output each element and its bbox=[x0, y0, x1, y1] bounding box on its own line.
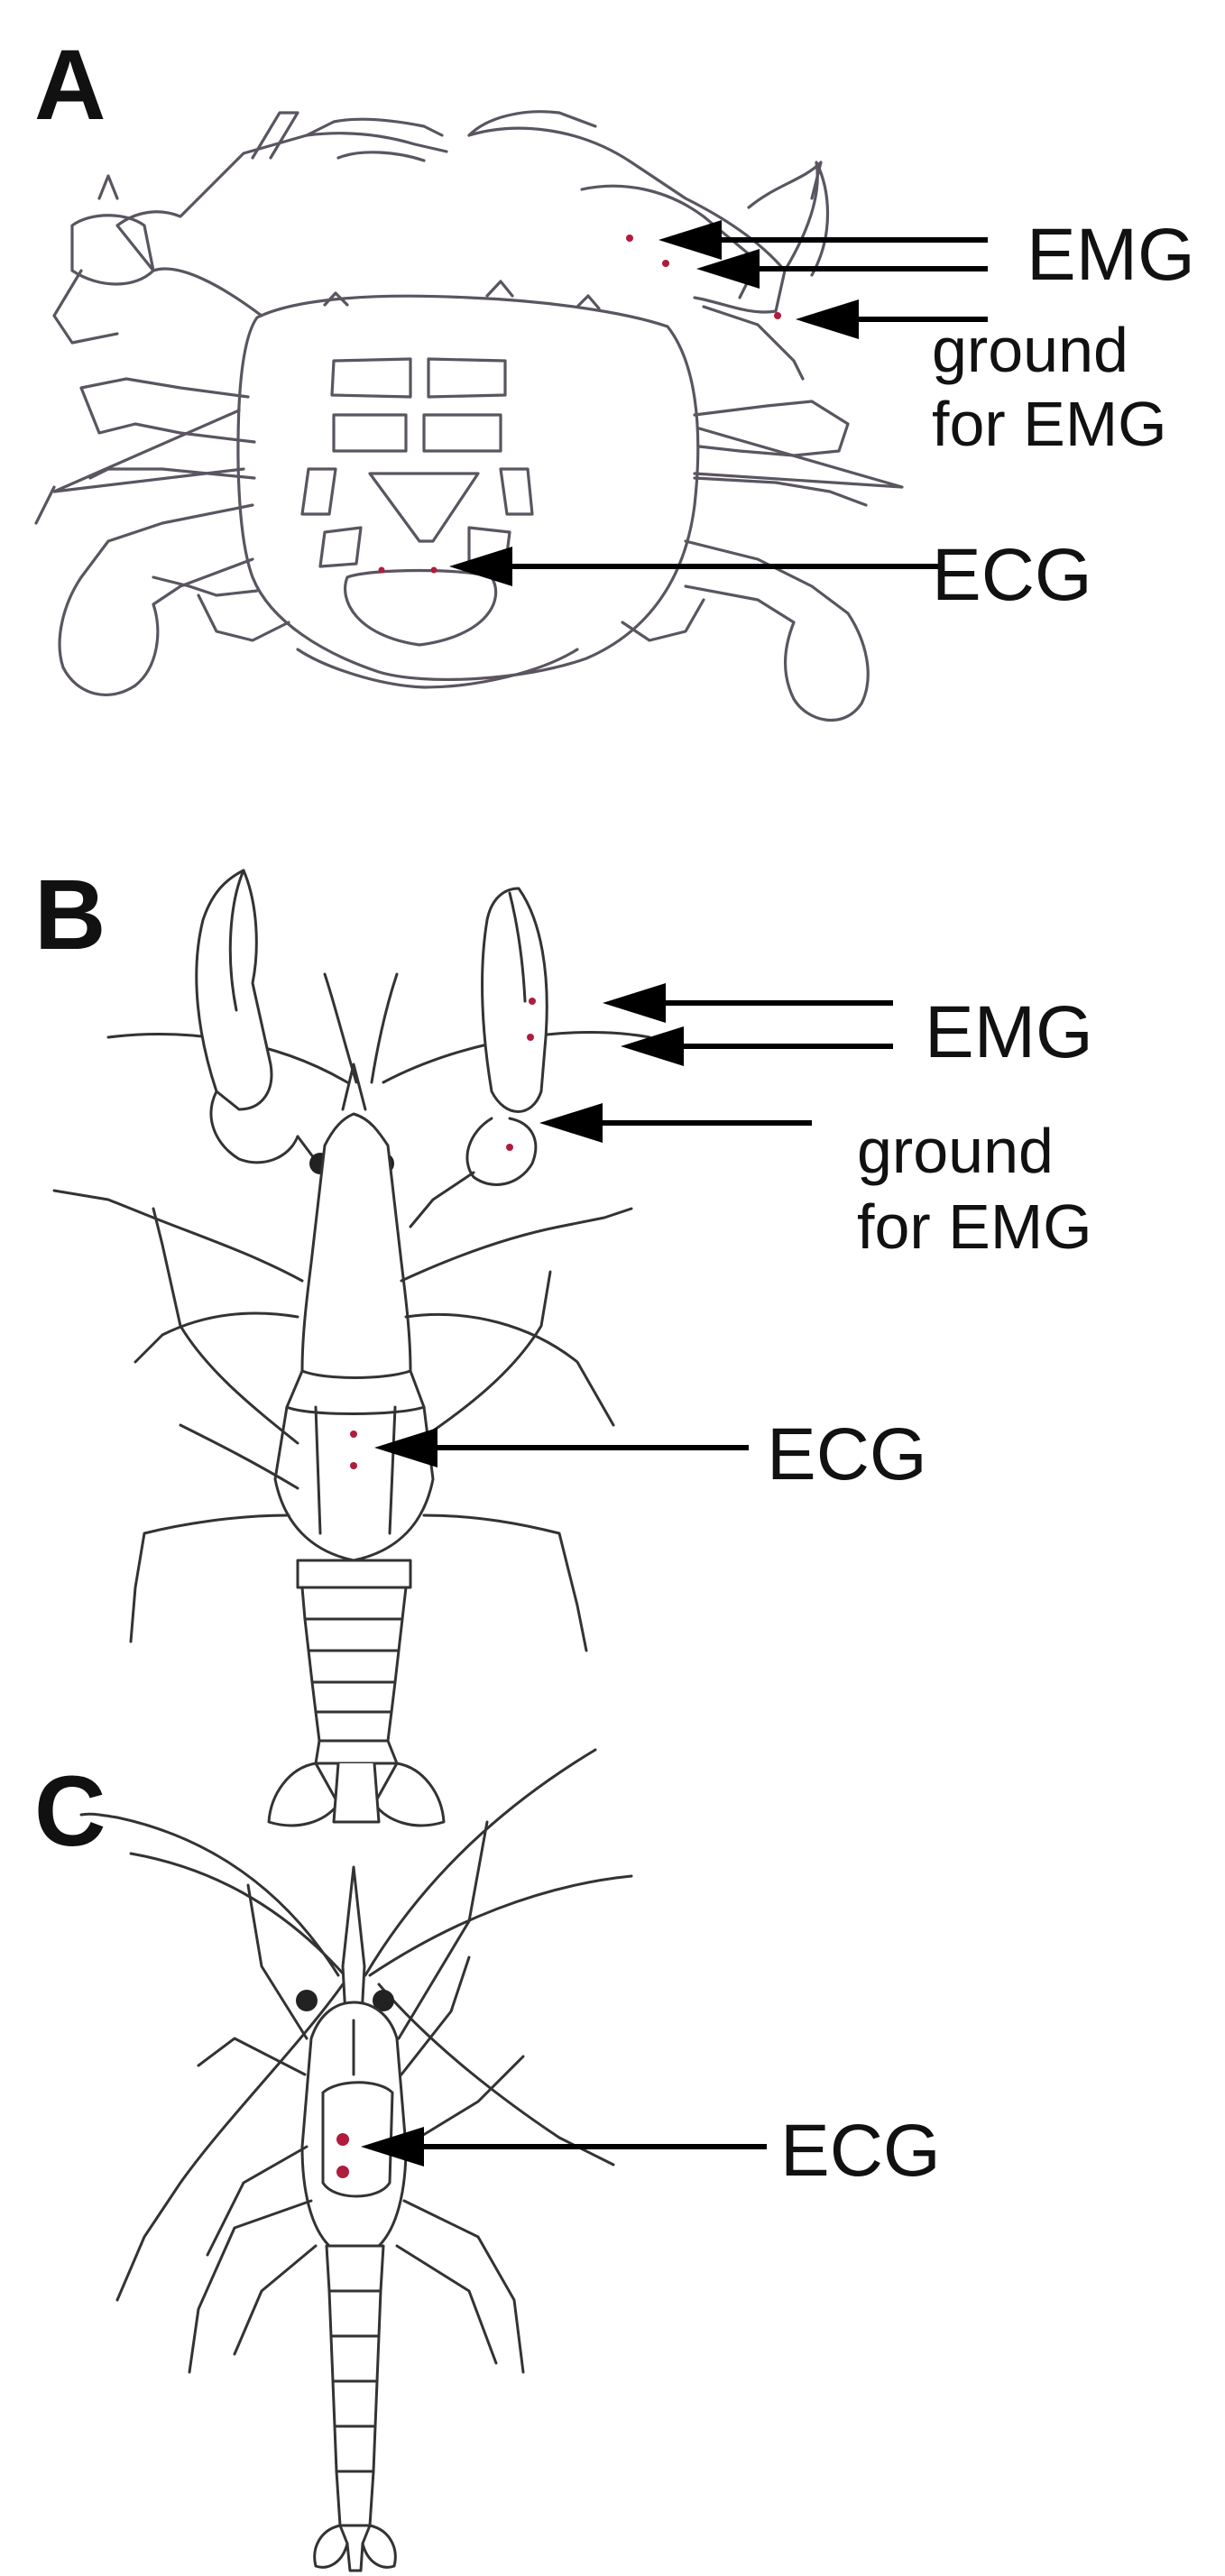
label-ecg: ECG bbox=[932, 534, 1092, 616]
panel-b-letter: B bbox=[34, 860, 106, 971]
arrow bbox=[659, 220, 988, 260]
electrode-dot bbox=[350, 1431, 357, 1438]
electrode-dot bbox=[336, 2133, 349, 2146]
label-emg: EMG bbox=[1027, 214, 1195, 296]
electrode-dot bbox=[529, 998, 536, 1005]
electrode-dot bbox=[430, 566, 438, 574]
panel-a-letter: A bbox=[34, 30, 106, 141]
panel-b: B bbox=[34, 860, 1093, 1827]
label-emg: EMG bbox=[925, 991, 1093, 1073]
arrow bbox=[449, 547, 938, 586]
electrode-dot bbox=[774, 312, 781, 319]
crab-illustration bbox=[34, 110, 904, 722]
electrode-dot bbox=[378, 566, 385, 574]
panel-a: A bbox=[34, 30, 1195, 722]
electrode-dot bbox=[662, 260, 669, 267]
electrode-dot bbox=[626, 235, 633, 242]
electrode-dot bbox=[527, 1034, 534, 1041]
arrow bbox=[361, 2127, 767, 2167]
label-ecg: ECG bbox=[767, 1413, 927, 1495]
arrow bbox=[796, 299, 988, 339]
crayfish-illustration bbox=[52, 869, 651, 1827]
label-ground: ground bbox=[857, 1116, 1054, 1186]
label-ground-for-emg: for EMG bbox=[857, 1191, 1092, 1262]
label-ground: ground bbox=[932, 315, 1128, 385]
arrow bbox=[621, 1026, 893, 1066]
eye bbox=[296, 1990, 318, 2011]
panel-c-letter: C bbox=[34, 1756, 106, 1867]
panel-c: C bbox=[34, 1748, 941, 2572]
arrow bbox=[539, 1103, 812, 1143]
electrode-dot bbox=[350, 1462, 357, 1469]
electrode-dot bbox=[506, 1144, 513, 1151]
arrow bbox=[696, 249, 988, 289]
arrow bbox=[374, 1428, 749, 1467]
label-ecg: ECG bbox=[780, 2110, 941, 2192]
label-ground-for-emg: for EMG bbox=[932, 389, 1167, 459]
eye bbox=[373, 1990, 394, 2011]
arrow bbox=[603, 983, 893, 1023]
shrimp-illustration bbox=[79, 1748, 633, 2572]
electrode-dot bbox=[336, 2166, 349, 2178]
